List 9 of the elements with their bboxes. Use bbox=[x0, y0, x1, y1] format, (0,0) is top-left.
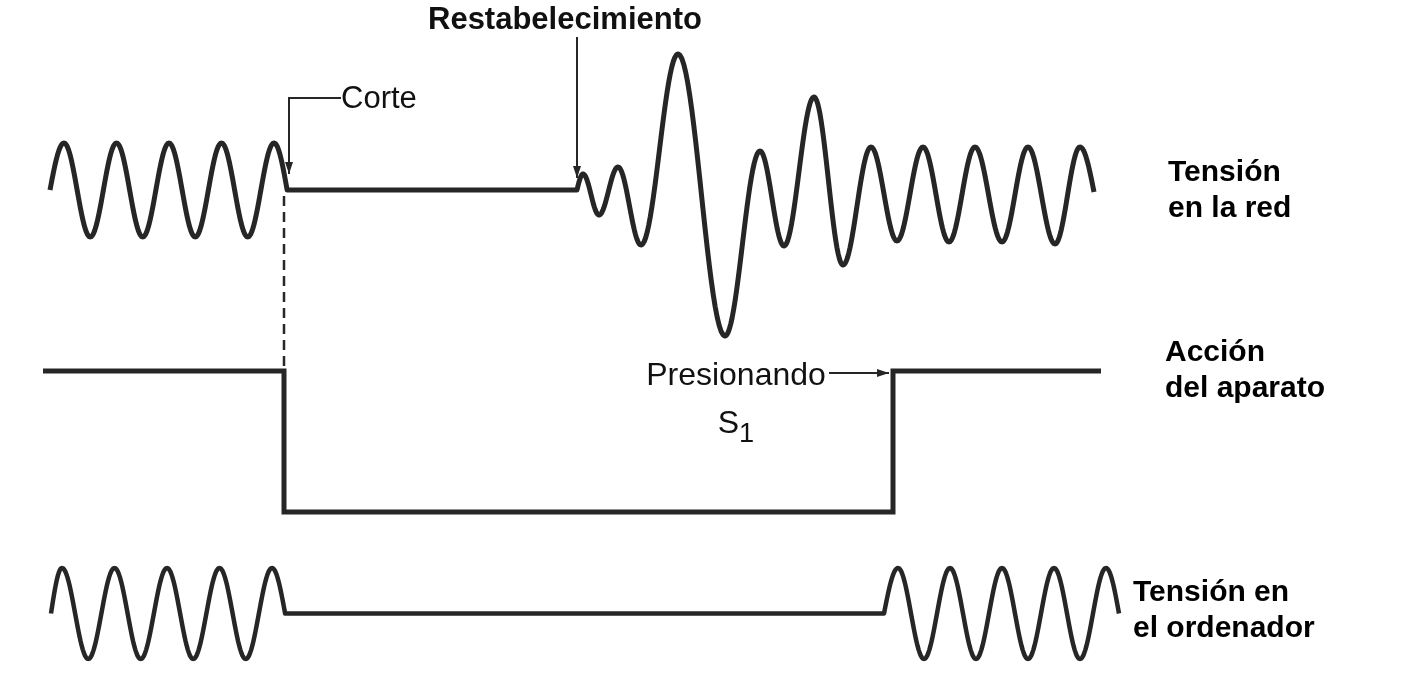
signal-label: Tensión en el ordenador bbox=[1133, 573, 1315, 645]
signal-label: Tensión en la red bbox=[1168, 153, 1292, 225]
leader-arrow bbox=[285, 97, 342, 175]
callout-text: Presionando S$_{1}$ bbox=[643, 350, 829, 446]
signal-label: Acción del aparato bbox=[1165, 333, 1326, 405]
leader-arrow bbox=[573, 36, 581, 179]
callout-text: Corte bbox=[341, 80, 417, 116]
callout-text: Restabelecimiento bbox=[428, 1, 702, 37]
leader-arrow bbox=[828, 369, 890, 377]
